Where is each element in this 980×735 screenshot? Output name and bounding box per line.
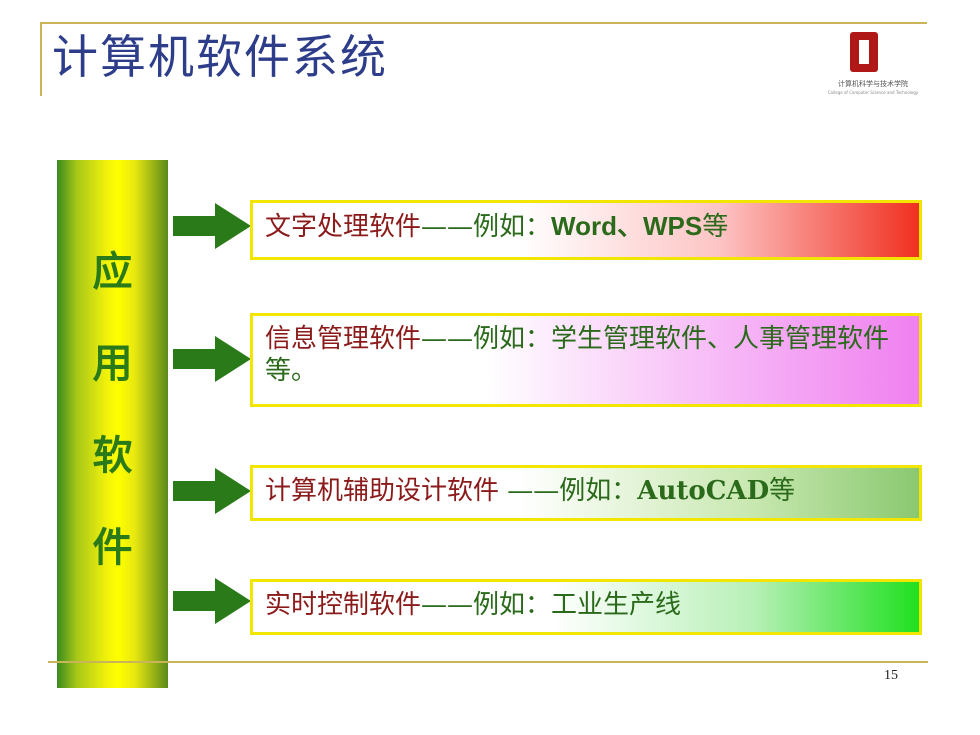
item-box-info-management: 信息管理软件——例如：学生管理软件、人事管理软件等。 bbox=[250, 313, 922, 407]
page-title: 计算机软件系统 bbox=[52, 30, 388, 84]
right-arrow-icon bbox=[173, 203, 251, 249]
title-frame bbox=[40, 22, 927, 96]
side-label-char: 件 bbox=[92, 524, 133, 571]
item-example-prefix: 例如： bbox=[473, 212, 552, 242]
right-arrow-icon bbox=[173, 578, 251, 624]
side-label-char: 用 bbox=[92, 340, 133, 387]
item-example-prefix: 例如： bbox=[473, 590, 552, 620]
item-box-cad: 计算机辅助设计软件 ——例如：AutoCAD等 bbox=[250, 465, 922, 521]
item-text: 文字处理软件——例如：Word、WPS等 bbox=[265, 210, 909, 243]
item-dash: —— bbox=[499, 476, 560, 506]
college-logo: 计算机科学与技术学院 College of Computer Science a… bbox=[818, 32, 928, 104]
logo-mark-icon bbox=[850, 32, 878, 72]
item-example: 学生管理软件、人事管理软件等。 bbox=[265, 324, 890, 386]
item-text: 计算机辅助设计软件 ——例如：AutoCAD等 bbox=[265, 475, 909, 507]
item-suffix: 等 bbox=[702, 212, 729, 242]
side-label-char: 软 bbox=[92, 432, 133, 479]
item-box-word-processing: 文字处理软件——例如：Word、WPS等 bbox=[250, 200, 922, 260]
item-box-realtime-control: 实时控制软件——例如：工业生产线 bbox=[250, 579, 922, 635]
item-main: 文字处理软件 bbox=[265, 212, 422, 242]
footer-divider bbox=[48, 661, 928, 663]
side-label-bar: 应 用 软 件 bbox=[57, 160, 168, 688]
item-dash: —— bbox=[421, 212, 474, 242]
logo-subtext: College of Computer Science and Technolo… bbox=[827, 90, 919, 95]
item-example: Word、WPS bbox=[551, 211, 703, 241]
right-arrow-icon bbox=[173, 468, 251, 514]
item-text: 实时控制软件——例如：工业生产线 bbox=[265, 589, 909, 621]
logo-text: 计算机科学与技术学院 bbox=[838, 80, 908, 88]
item-main: 信息管理软件 bbox=[265, 324, 422, 354]
item-example: 工业生产线 bbox=[551, 590, 682, 620]
item-example-prefix: 例如： bbox=[559, 476, 638, 506]
item-example: AutoCAD bbox=[637, 476, 770, 506]
item-dash: —— bbox=[421, 590, 474, 620]
item-example-prefix: 例如： bbox=[473, 324, 552, 354]
item-main: 计算机辅助设计软件 bbox=[265, 476, 500, 506]
item-suffix: 等 bbox=[769, 476, 796, 506]
side-label-char: 应 bbox=[92, 248, 133, 295]
item-dash: —— bbox=[421, 324, 474, 354]
item-main: 实时控制软件 bbox=[265, 590, 422, 620]
right-arrow-icon bbox=[173, 336, 251, 382]
page-number: 15 bbox=[884, 668, 898, 683]
item-text: 信息管理软件——例如：学生管理软件、人事管理软件等。 bbox=[265, 323, 909, 387]
